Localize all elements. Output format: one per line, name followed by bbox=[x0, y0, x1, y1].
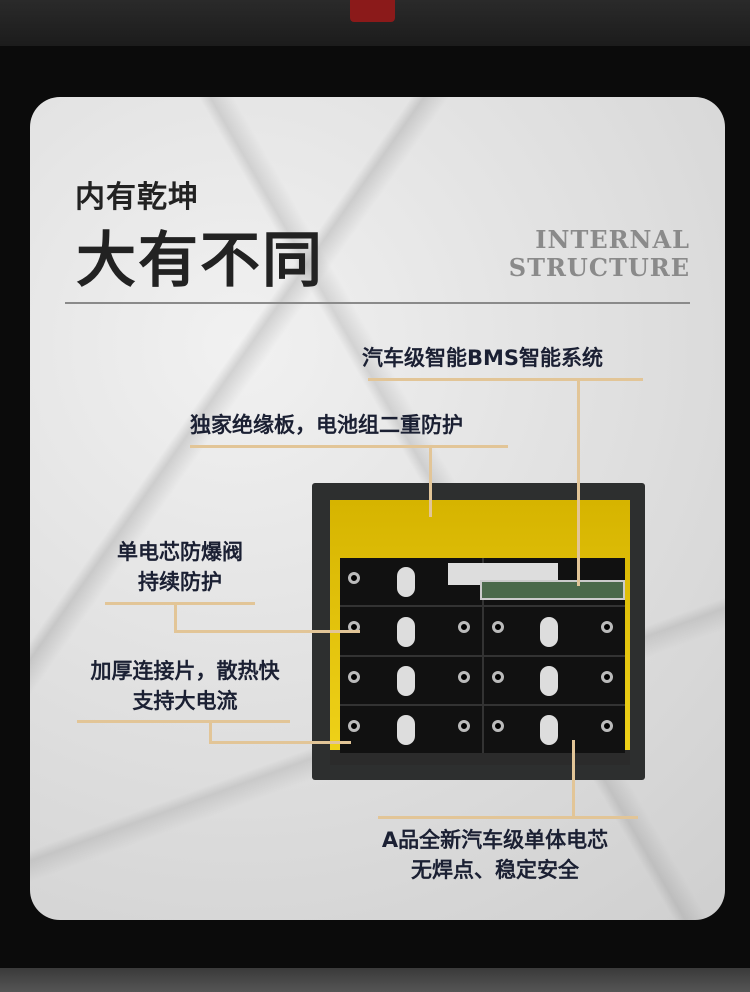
leader-line bbox=[190, 445, 508, 448]
battery-cell bbox=[340, 705, 482, 753]
leader-line bbox=[378, 816, 638, 819]
battery-cell bbox=[483, 656, 625, 704]
bus-bar bbox=[448, 563, 558, 585]
red-connector-image bbox=[350, 0, 395, 22]
divider bbox=[65, 302, 690, 304]
box-floor bbox=[330, 750, 630, 765]
battery-cell bbox=[340, 607, 482, 655]
callout-valve-line2: 持续防护 bbox=[138, 570, 222, 594]
callout-valve: 单电芯防爆阀 持续防护 bbox=[95, 537, 265, 597]
leader-line bbox=[174, 602, 177, 633]
callout-connector: 加厚连接片，散热快 支持大电流 bbox=[65, 656, 305, 716]
callout-cell-line1: A品全新汽车级单体电芯 bbox=[381, 828, 609, 852]
leader-line bbox=[105, 602, 255, 605]
leader-line bbox=[209, 720, 212, 743]
english-line2: STRUCTURE bbox=[508, 253, 690, 282]
callout-connector-line1: 加厚连接片，散热快 bbox=[90, 659, 280, 683]
bms-board bbox=[480, 580, 625, 600]
callout-cell: A品全新汽车级单体电芯 无焊点、稳定安全 bbox=[340, 825, 650, 885]
callout-valve-line1: 单电芯防爆阀 bbox=[117, 540, 243, 564]
callout-bms: 汽车级智能BMS智能系统 bbox=[362, 346, 604, 370]
leader-line bbox=[77, 720, 290, 723]
callout-cell-line2: 无焊点、稳定安全 bbox=[411, 858, 579, 882]
leader-line bbox=[429, 445, 432, 517]
battery-cell bbox=[340, 656, 482, 704]
english-line1: INTERNAL bbox=[535, 225, 690, 254]
heading-line1: 内有乾坤 bbox=[75, 180, 199, 215]
leader-line bbox=[577, 378, 580, 586]
callout-connector-line2: 支持大电流 bbox=[132, 689, 238, 713]
battery-cell bbox=[483, 705, 625, 753]
leader-line bbox=[572, 740, 575, 818]
english-heading: INTERNAL STRUCTURE bbox=[509, 226, 690, 282]
leader-line bbox=[368, 378, 643, 381]
heading-line2: 大有不同 bbox=[76, 226, 324, 296]
leader-line bbox=[174, 630, 360, 633]
battery-cell bbox=[483, 607, 625, 655]
leader-line bbox=[209, 741, 351, 744]
bottom-strip bbox=[0, 968, 750, 992]
callout-insulation: 独家绝缘板，电池组二重防护 bbox=[190, 413, 463, 437]
